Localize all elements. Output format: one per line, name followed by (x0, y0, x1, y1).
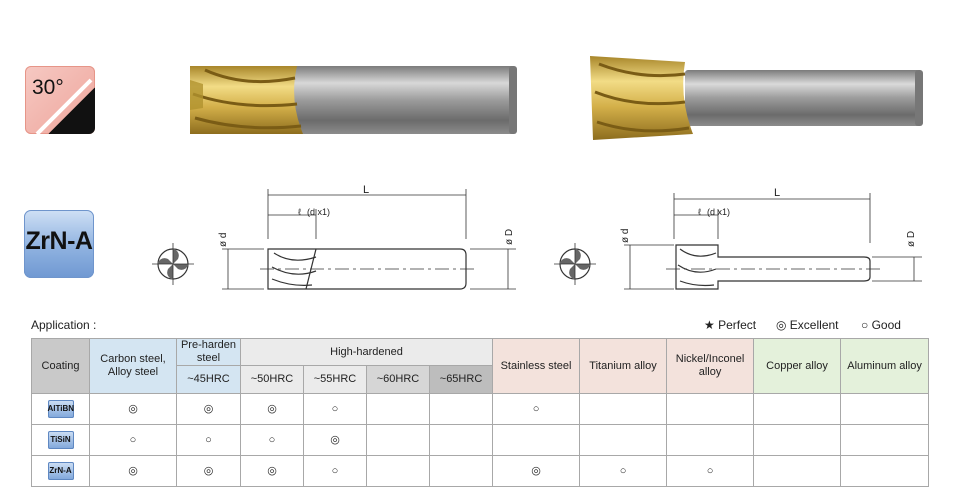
length-label-2: L (774, 187, 780, 199)
rating-cell: ○ (176, 424, 241, 456)
coating-tag: TiSiN (47, 431, 74, 449)
coating-header: Coating (31, 338, 90, 394)
shank-diameter-label: ø d (218, 233, 229, 247)
legend-good: ○ Good (861, 318, 901, 332)
end-mill-cross-section-icon-2 (554, 243, 596, 285)
coating-tag: ZrN-A (47, 462, 74, 480)
rating-cell: ◎ (240, 455, 304, 487)
coating-cell: AlTiBN (31, 393, 90, 425)
rating-cell (666, 424, 755, 456)
cutting-diameter-label-2: ø D (906, 231, 917, 247)
subheader-55hrc: ~55HRC (303, 365, 367, 394)
rating-cell (428, 424, 494, 456)
angle-badge-icon: 30° (25, 66, 95, 134)
rating-cell (840, 393, 930, 425)
helix-angle-icon (35, 78, 95, 134)
rating-cell (428, 455, 494, 487)
coating-cell: ZrN-A (31, 455, 90, 487)
subheader-65hrc: ~65HRC (428, 365, 494, 394)
rating-cell (579, 393, 668, 425)
flute-length-label: (d x1) (307, 207, 330, 217)
end-mill-photo-stub (590, 56, 923, 140)
header-carbon-steel: Carbon steel, Alloy steel (89, 338, 177, 394)
rating-cell: ◎ (492, 455, 581, 487)
end-mill-cross-section-icon (152, 243, 194, 285)
rating-cell: ○ (492, 393, 581, 425)
rating-cell (366, 424, 430, 456)
rating-cell: ○ (579, 455, 668, 487)
technical-drawing-stub: L ℓ (d x1) ø d ø D (620, 187, 922, 290)
header-copper: Copper alloy (753, 338, 842, 394)
coating-badge-icon: ZrN-A (24, 210, 94, 278)
header-nickel: Nickel/Inconel alloy (666, 338, 755, 394)
shank-diameter-label-2: ø d (620, 229, 631, 243)
flute-length-label-2: (d x1) (707, 207, 730, 217)
rating-cell: ○ (89, 424, 177, 456)
rating-cell: ◎ (303, 424, 367, 456)
rating-cell (753, 424, 842, 456)
rating-cell (666, 393, 755, 425)
coating-cell: TiSiN (31, 424, 90, 456)
rating-cell: ◎ (176, 393, 241, 425)
length-label: L (363, 184, 369, 196)
rating-cell: ◎ (240, 393, 304, 425)
angle-badge-label: 30° (32, 76, 64, 99)
rating-cell: ◎ (89, 393, 177, 425)
rating-cell (753, 455, 842, 487)
svg-text:ℓ: ℓ (698, 207, 702, 217)
rating-cell: ○ (303, 393, 367, 425)
application-table: Coating Carbon steel, Alloy steel Pre-ha… (31, 338, 930, 487)
legend-excellent: ◎ Excellent (776, 318, 839, 332)
svg-text:ℓ: ℓ (298, 207, 302, 217)
rating-cell (840, 424, 930, 456)
technical-drawing-standard: L ℓ (d x1) ø d ø D (218, 184, 516, 290)
header-aluminum: Aluminum alloy (840, 338, 930, 394)
rating-cell: ○ (240, 424, 304, 456)
table-row: TiSiN○○○◎ (31, 424, 930, 456)
header-high-hardened: High-hardened (239, 338, 494, 366)
legend-perfect: ★ Perfect (704, 318, 757, 332)
header-stainless: Stainless steel (492, 338, 581, 394)
rating-cell (366, 455, 430, 487)
coating-badge-label: ZrN-A (25, 227, 93, 255)
coating-tag: AlTiBN (47, 400, 74, 418)
cutting-diameter-label: ø D (504, 229, 515, 245)
rating-cell: ◎ (89, 455, 177, 487)
rating-cell (428, 393, 494, 425)
rating-cell (579, 424, 668, 456)
table-row: AlTiBN◎◎◎○○ (31, 393, 930, 425)
header-titanium: Titanium alloy (579, 338, 668, 394)
rating-cell: ◎ (176, 455, 241, 487)
rating-cell (366, 393, 430, 425)
subheader-45hrc: ~45HRC (176, 365, 241, 394)
rating-cell (492, 424, 581, 456)
subheader-60hrc: ~60HRC (366, 365, 430, 394)
application-label: Application : (31, 318, 97, 332)
rating-cell: ○ (666, 455, 755, 487)
rating-cell (840, 455, 930, 487)
table-row: ZrN-A◎◎◎○◎○○ (31, 455, 930, 487)
end-mill-photo-standard (190, 66, 517, 134)
rating-cell: ○ (303, 455, 367, 487)
header-pre-harden: Pre-harden steel (176, 338, 241, 366)
subheader-50hrc: ~50HRC (240, 365, 304, 394)
rating-cell (753, 393, 842, 425)
